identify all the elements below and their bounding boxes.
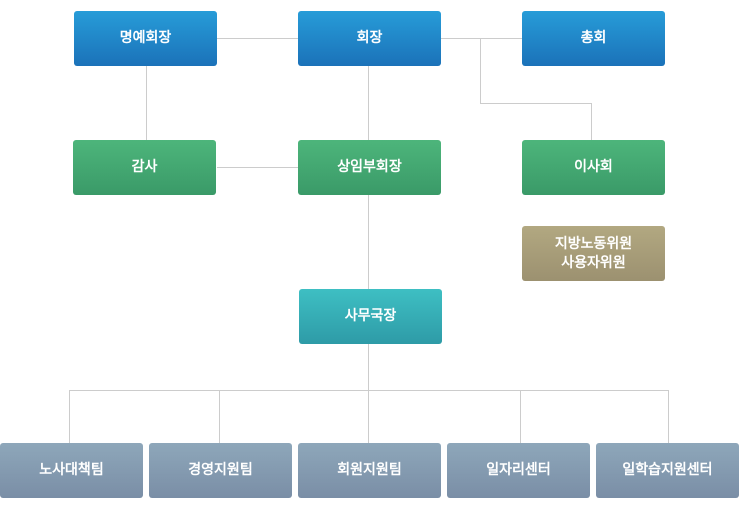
team-node[interactable]: 노사대책팀 bbox=[0, 443, 143, 498]
node-board[interactable]: 이사회 bbox=[522, 140, 665, 195]
node-label: 사무국장 bbox=[344, 308, 397, 324]
team-node[interactable]: 일학습지원센터 bbox=[596, 443, 739, 498]
node-honorary-chair[interactable]: 명예회장 bbox=[74, 11, 217, 66]
node-label: 명예회장 bbox=[119, 30, 172, 46]
node-general-assembly[interactable]: 총회 bbox=[522, 11, 665, 66]
team-node[interactable]: 경영지원팀 bbox=[149, 443, 292, 498]
node-labor-committee[interactable]: 지방노동위원 사용자위원 bbox=[522, 226, 665, 281]
connector-team-4 bbox=[520, 390, 521, 443]
connector-honorary-auditor bbox=[146, 66, 147, 140]
node-chairman[interactable]: 회장 bbox=[298, 11, 441, 66]
team-label: 경영지원팀 bbox=[188, 462, 253, 478]
connector-teams-bus bbox=[69, 390, 669, 391]
team-node[interactable]: 회원지원팀 bbox=[298, 443, 441, 498]
connector-team-5 bbox=[668, 390, 669, 443]
connector-auditor-vicechair bbox=[217, 167, 298, 168]
node-label-line2: 사용자위원 bbox=[561, 254, 626, 271]
team-label: 일자리센터 bbox=[486, 462, 551, 478]
node-secretary-general[interactable]: 사무국장 bbox=[299, 289, 442, 344]
connector-secretary-teams bbox=[368, 344, 369, 443]
team-label: 노사대책팀 bbox=[39, 462, 104, 478]
connector-chairman-vicechair bbox=[368, 66, 369, 140]
connector-vicechair-secretary bbox=[368, 195, 369, 289]
connector-team-1 bbox=[69, 390, 70, 443]
connector-board-branch-h bbox=[480, 103, 592, 104]
node-label: 상임부회장 bbox=[337, 159, 402, 175]
node-label-line1: 지방노동위원 bbox=[554, 235, 633, 252]
connector-chairman-assembly bbox=[441, 38, 522, 39]
node-label: 이사회 bbox=[574, 159, 613, 175]
team-node[interactable]: 일자리센터 bbox=[447, 443, 590, 498]
node-standing-vice-chair[interactable]: 상임부회장 bbox=[298, 140, 441, 195]
team-label: 회원지원팀 bbox=[337, 462, 402, 478]
connector-board-branch-v2 bbox=[591, 103, 592, 140]
node-label: 총회 bbox=[580, 30, 607, 46]
connector-board-branch-v1 bbox=[480, 38, 481, 103]
team-label: 일학습지원센터 bbox=[622, 462, 713, 478]
connector-honorary-chairman bbox=[217, 38, 298, 39]
connector-team-2 bbox=[219, 390, 220, 443]
node-label: 회장 bbox=[356, 30, 383, 46]
node-auditor[interactable]: 감사 bbox=[73, 140, 216, 195]
node-label: 감사 bbox=[131, 159, 158, 175]
